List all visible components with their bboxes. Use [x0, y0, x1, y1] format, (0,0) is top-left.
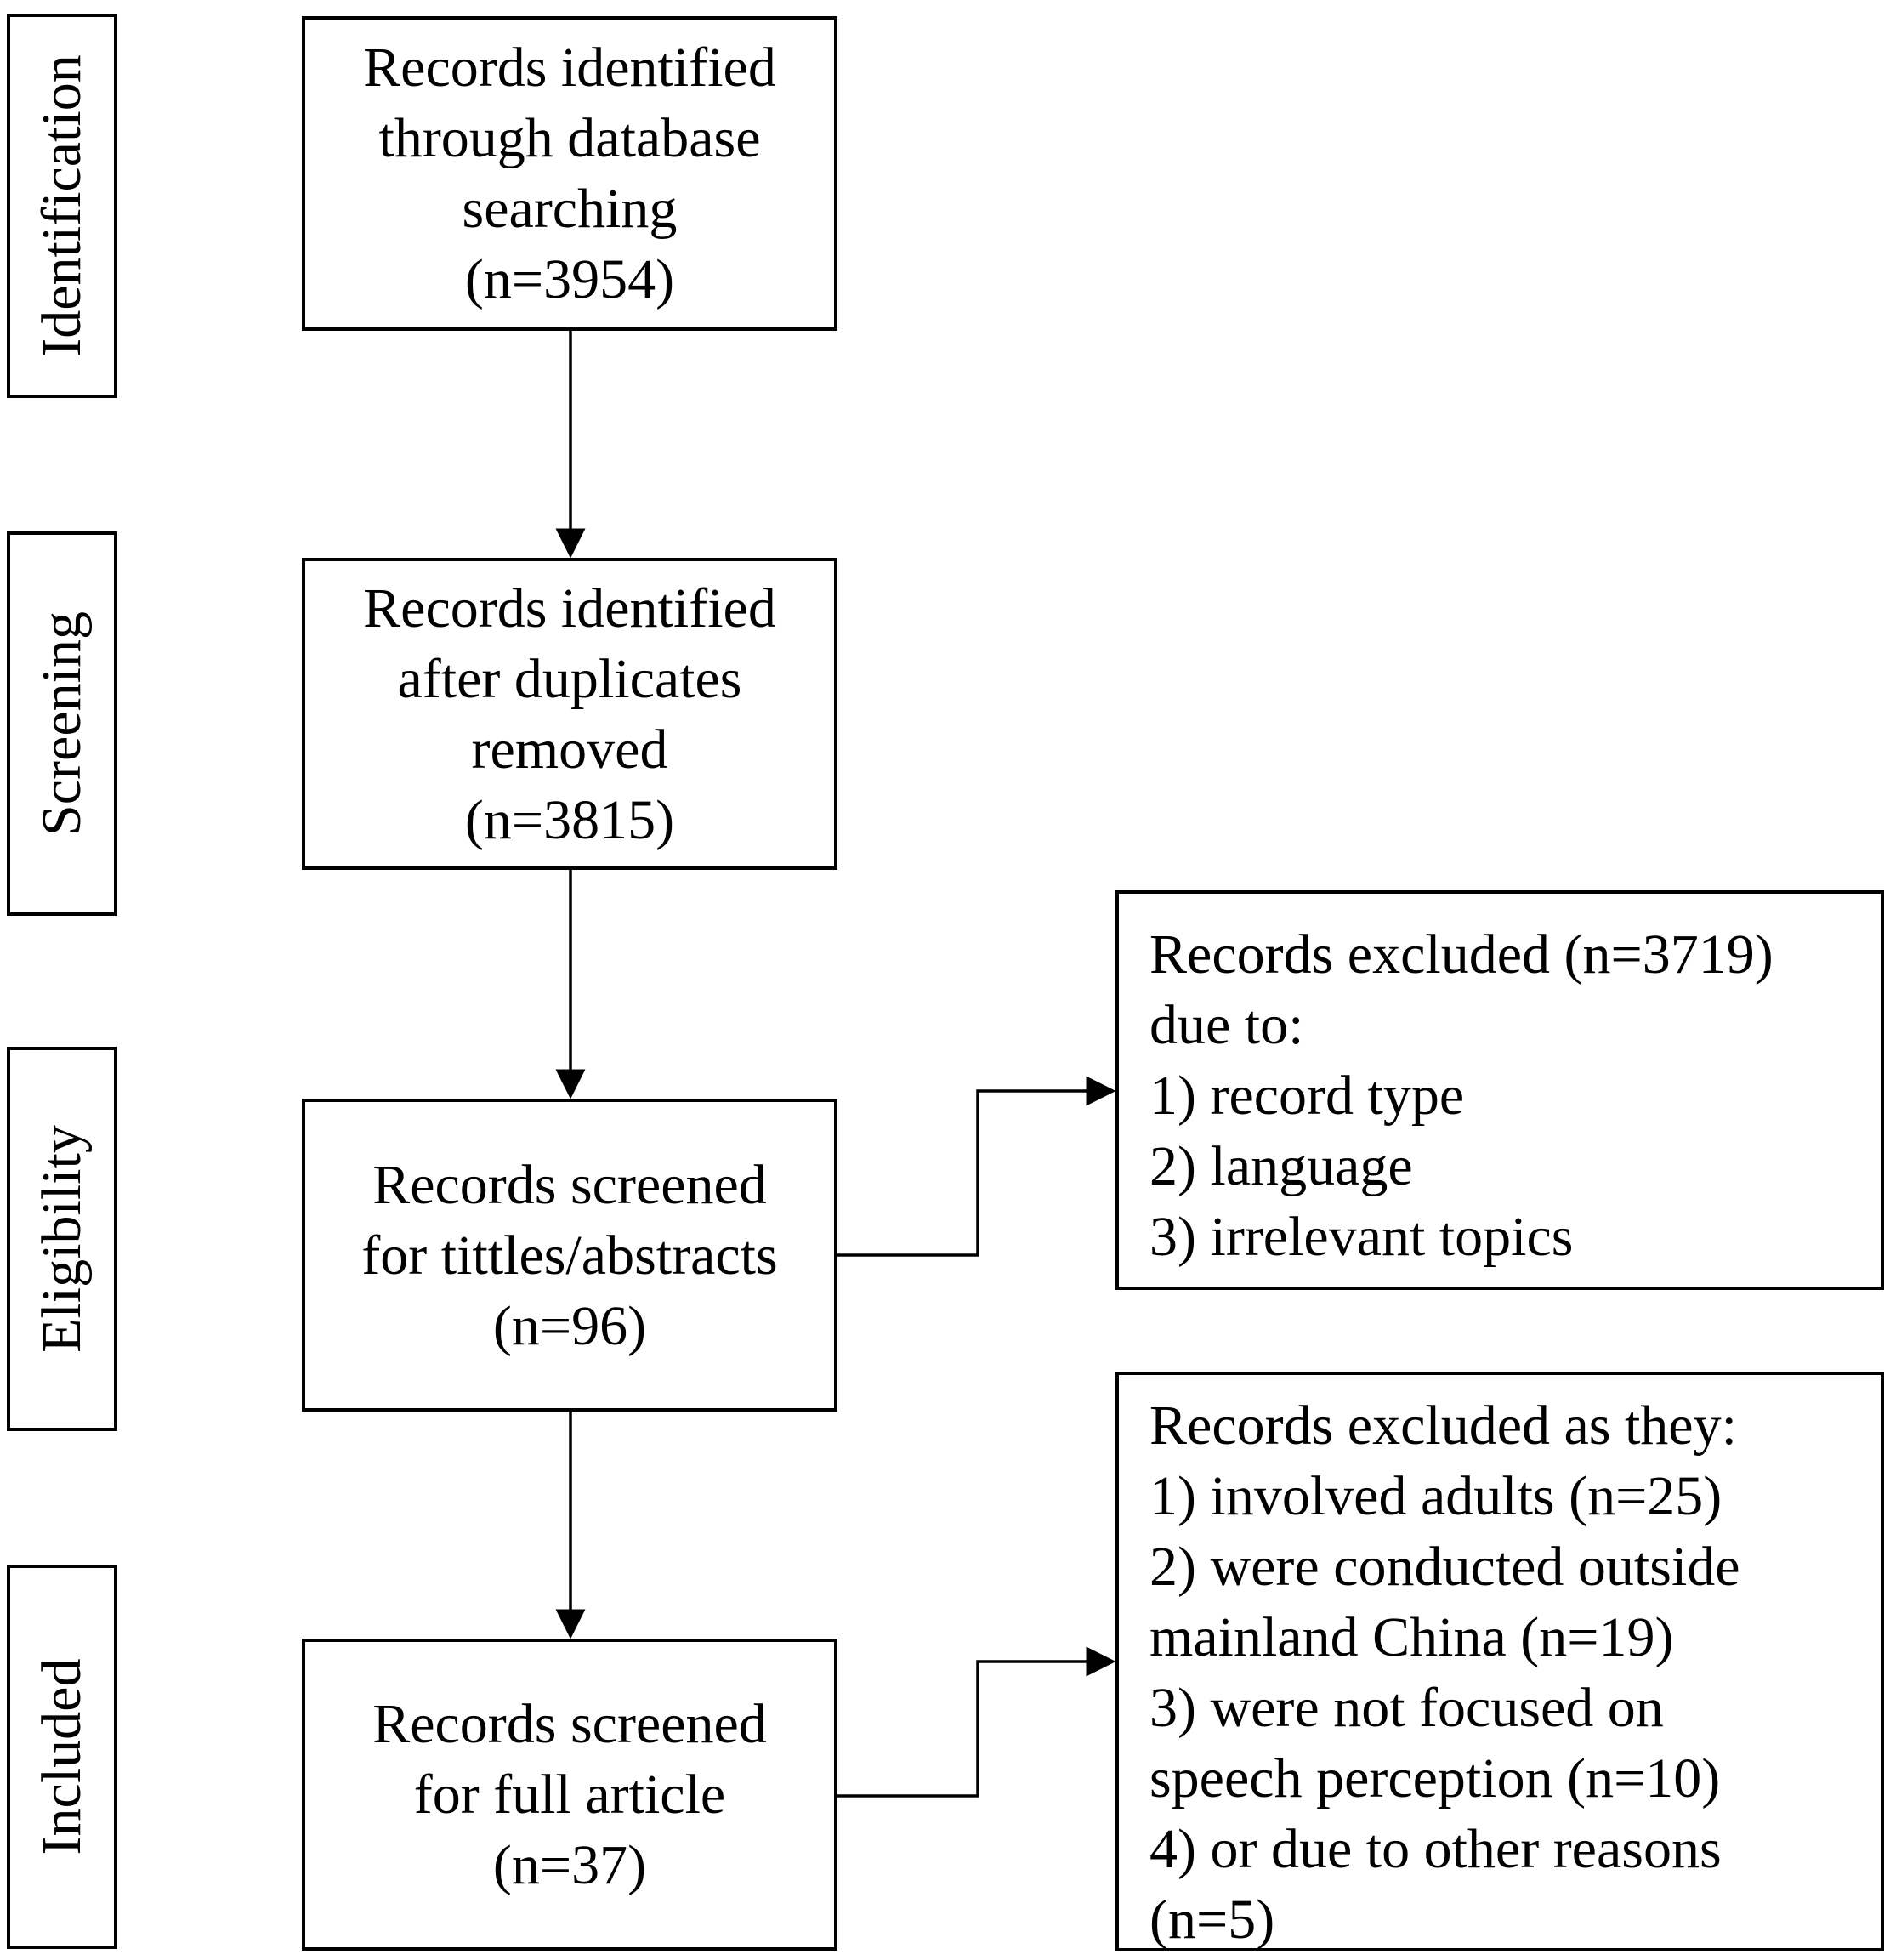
excluded-full-line-4: mainland China (n=19) — [1149, 1606, 1674, 1668]
records-identified-count: (n=3954) — [464, 248, 675, 310]
records-excluded-full-box: Records excluded as they: 1) involved ad… — [1115, 1372, 1884, 1951]
excluded-titles-line-3: 1) record type — [1149, 1065, 1465, 1127]
records-deduplicated-box: Records identified after duplicates remo… — [302, 558, 837, 870]
records-identified-box: Records identified through database sear… — [302, 16, 837, 331]
excluded-titles-line-5: 3) irrelevant topics — [1149, 1206, 1574, 1268]
records-screened-titles-line-2: for tittles/abstracts — [361, 1224, 778, 1287]
records-screened-titles-box: Records screened for tittles/abstracts (… — [302, 1099, 837, 1412]
excluded-titles-line-2: due to: — [1149, 994, 1304, 1056]
arrow-screened-titles-to-excluded — [837, 1076, 1116, 1257]
stage-label-screening: Screening — [7, 531, 117, 916]
excluded-full-line-7: 4) or due to other reasons — [1149, 1818, 1722, 1880]
records-deduplicated-count: (n=3815) — [464, 788, 675, 851]
records-identified-line-3: searching — [462, 178, 678, 240]
excluded-full-line-3: 2) were conducted outside — [1149, 1536, 1740, 1598]
records-deduplicated-line-3: removed — [471, 718, 668, 781]
records-identified-line-1: Records identified — [363, 37, 776, 99]
records-screened-full-box: Records screened for full article (n=37) — [302, 1639, 837, 1951]
stage-label-identification: Identification — [7, 14, 117, 398]
excluded-full-line-1: Records excluded as they: — [1149, 1395, 1737, 1457]
excluded-titles-line-4: 2) language — [1149, 1135, 1413, 1197]
excluded-full-line-2: 1) involved adults (n=25) — [1149, 1465, 1723, 1527]
records-screened-full-count: (n=37) — [492, 1834, 647, 1896]
excluded-full-line-5: 3) were not focused on — [1149, 1677, 1664, 1739]
stage-label-eligibility: Eligibility — [7, 1047, 117, 1431]
records-deduplicated-line-2: after duplicates — [397, 647, 742, 710]
records-deduplicated-line-1: Records identified — [363, 577, 776, 639]
records-screened-titles-line-1: Records screened — [372, 1153, 767, 1216]
stage-label-included: Included — [7, 1565, 117, 1949]
records-screened-full-line-1: Records screened — [372, 1693, 767, 1755]
excluded-full-line-8: (n=5) — [1149, 1889, 1275, 1951]
records-screened-full-line-2: for full article — [413, 1764, 726, 1826]
records-identified-line-2: through database — [378, 107, 761, 169]
arrow-screened-full-to-excluded — [837, 1646, 1116, 1798]
records-screened-titles-count: (n=96) — [492, 1294, 647, 1357]
records-excluded-titles-box: Records excluded (n=3719) due to: 1) rec… — [1115, 890, 1884, 1290]
excluded-full-line-6: speech perception (n=10) — [1149, 1747, 1721, 1809]
excluded-titles-line-1: Records excluded (n=3719) — [1149, 923, 1774, 986]
